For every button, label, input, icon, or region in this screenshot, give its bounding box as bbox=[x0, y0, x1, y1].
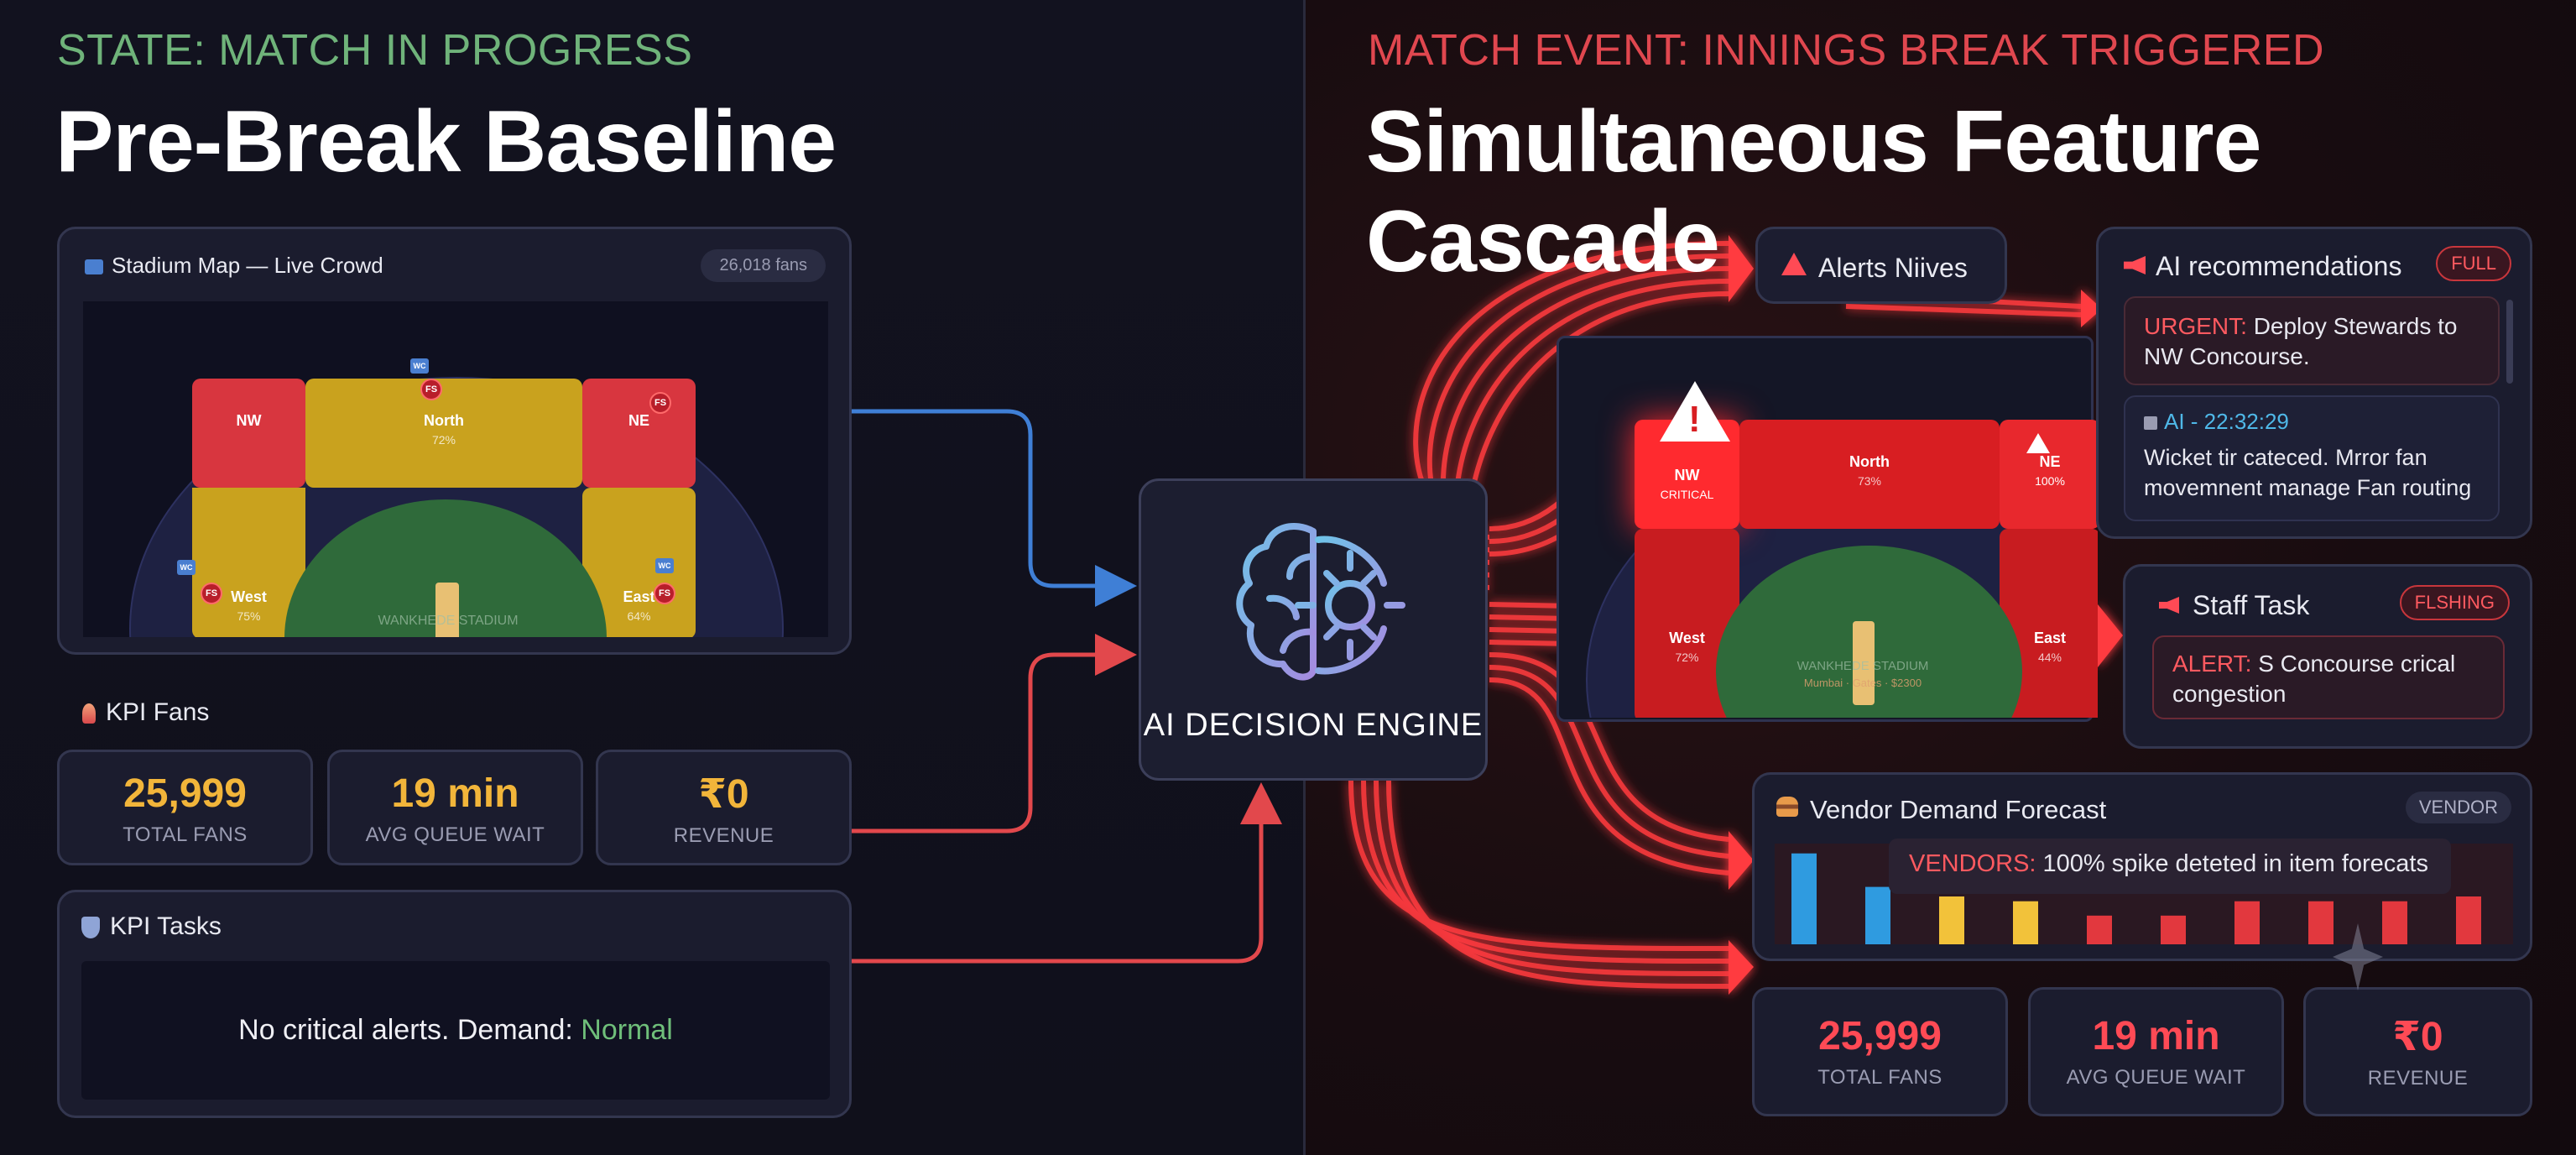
vendor-bar-4 bbox=[2013, 901, 2038, 944]
tasks-message: No critical alerts. Demand: bbox=[238, 1014, 581, 1046]
kpi-tasks-card: KPI Tasks No critical alerts. Demand: No… bbox=[57, 890, 852, 1118]
alerts-card[interactable]: Alerts Niives bbox=[1755, 227, 2007, 304]
flow-map-to-engine bbox=[852, 409, 1137, 607]
poi-marker[interactable]: FS bbox=[420, 379, 442, 400]
stadium-name: WANKHEDE STADIUM bbox=[1796, 659, 1929, 673]
calendar-icon bbox=[2144, 416, 2157, 431]
pitch-strip bbox=[435, 583, 459, 637]
kpi-tasks-title: KPI Tasks bbox=[110, 912, 222, 940]
demand-status: Normal bbox=[581, 1014, 673, 1046]
tasks-message-panel: No critical alerts. Demand: Normal bbox=[81, 961, 830, 1100]
flame-icon bbox=[82, 703, 96, 724]
full-badge: FULL bbox=[2436, 246, 2511, 281]
flashing-badge: FLSHING bbox=[2399, 585, 2510, 620]
vendor-title: Vendor Demand Forecast bbox=[1810, 795, 2107, 824]
poi-marker[interactable]: FS bbox=[649, 392, 671, 414]
vendor-forecast-card: Vendor Demand Forecast VENDOR VENDORS: 1… bbox=[1752, 772, 2532, 961]
shield-icon bbox=[81, 917, 100, 939]
vendor-bar-2 bbox=[1865, 886, 1890, 944]
ai-recommendations-card: AI recommendations FULL URGENT: Deploy S… bbox=[2096, 227, 2532, 539]
restroom-marker[interactable]: WC bbox=[177, 560, 196, 575]
restroom-marker[interactable]: WC bbox=[655, 558, 674, 573]
zone-ne[interactable]: NE bbox=[582, 379, 696, 488]
fans-count-badge: 26,018 fans bbox=[701, 249, 826, 282]
kpi-fans-title: KPI Fans bbox=[106, 698, 210, 726]
vendor-bar-3 bbox=[1939, 896, 1964, 944]
state-label: STATE: MATCH IN PROGRESS bbox=[57, 26, 693, 75]
warning-triangle-small-icon bbox=[2026, 433, 2050, 453]
staff-alert-label: ALERT: bbox=[2172, 651, 2252, 677]
vendor-badge: VENDOR bbox=[2405, 792, 2511, 823]
staff-task-card: Staff Task FLSHING ALERT: S Concourse cr… bbox=[2123, 564, 2532, 749]
staff-alert-text: S Concourse crical congestion bbox=[2172, 651, 2456, 707]
vendor-bar-10 bbox=[2456, 896, 2481, 944]
map-icon bbox=[85, 259, 103, 275]
flow-fans-to-engine bbox=[852, 634, 1137, 834]
burger-icon bbox=[1776, 797, 1798, 817]
ai-rec-text: Wicket tir cateced. Mrror fan movemnent … bbox=[2144, 445, 2472, 500]
vendor-bar-5 bbox=[2087, 915, 2112, 944]
stadium-map-card: Stadium Map — Live Crowd 26,018 fans NW … bbox=[57, 227, 852, 655]
stadium-name: WANKHEDE STADIUM bbox=[378, 614, 519, 628]
warning-exclamation: ! bbox=[1688, 399, 1701, 440]
alert-triangle-icon bbox=[1781, 253, 1807, 275]
brain-gear-icon bbox=[1236, 523, 1405, 681]
event-label: MATCH EVENT: INNINGS BREAK TRIGGERED bbox=[1368, 26, 2325, 75]
restroom-marker[interactable]: WC bbox=[410, 358, 429, 374]
flow-tasks-to-engine bbox=[852, 782, 1282, 964]
poi-marker[interactable]: FS bbox=[654, 583, 675, 604]
pitch-strip bbox=[1853, 621, 1875, 705]
urgent-text: Deploy Stewards to NW Concourse. bbox=[2144, 313, 2458, 369]
ai-recommendation[interactable]: AI - 22:32:29 Wicket tir cateced. Mrror … bbox=[2124, 395, 2500, 521]
vendor-overlay-text: 100% spike deteted in item forecats bbox=[2042, 850, 2428, 877]
zone-nw[interactable]: NW bbox=[192, 379, 305, 488]
page-title-right: Simultaneous Feature Cascade bbox=[1366, 93, 2261, 290]
ai-timestamp: AI - 22:32:29 bbox=[2164, 409, 2289, 434]
recs-scrollbar[interactable] bbox=[2506, 300, 2513, 384]
poi-marker[interactable]: FS bbox=[201, 583, 222, 604]
vendor-alert-overlay[interactable]: VENDORS: 100% spike deteted in item fore… bbox=[1889, 839, 2451, 894]
ai-recs-title: AI recommendations bbox=[2156, 251, 2402, 281]
vendor-bar-9 bbox=[2382, 901, 2407, 944]
engine-label: AI DECISION ENGINE bbox=[1143, 708, 1484, 743]
vendor-bar-6 bbox=[2161, 915, 2186, 944]
vendor-bar-8 bbox=[2308, 901, 2334, 944]
vendor-bar-7 bbox=[2234, 901, 2260, 944]
urgent-recommendation[interactable]: URGENT: Deploy Stewards to NW Concourse. bbox=[2124, 296, 2500, 385]
alerts-title: Alerts Niives bbox=[1818, 253, 1968, 283]
ai-decision-engine[interactable]: AI DECISION ENGINE bbox=[1139, 478, 1488, 781]
stadium-subtitle: Mumbai · Gates · $2300 bbox=[1803, 677, 1922, 689]
kpi-tasks-heading: KPI Tasks bbox=[81, 912, 222, 941]
page-title-left: Pre-Break Baseline bbox=[55, 93, 837, 191]
staff-task-title: Staff Task bbox=[2193, 590, 2310, 620]
vendor-bar-1 bbox=[1791, 853, 1817, 944]
staff-alert[interactable]: ALERT: S Concourse crical congestion bbox=[2152, 635, 2505, 719]
stadium-map-title-row: Stadium Map — Live Crowd bbox=[85, 253, 383, 279]
megaphone-icon bbox=[2159, 597, 2179, 614]
warning-triangle-icon bbox=[1660, 381, 1730, 442]
kpi-fans-heading: KPI Fans bbox=[82, 698, 209, 727]
urgent-label: URGENT: bbox=[2144, 313, 2247, 339]
stadium-map-title: Stadium Map — Live Crowd bbox=[112, 253, 383, 278]
vendor-overlay-label: VENDORS: bbox=[1909, 850, 2036, 877]
megaphone-icon bbox=[2124, 256, 2146, 274]
